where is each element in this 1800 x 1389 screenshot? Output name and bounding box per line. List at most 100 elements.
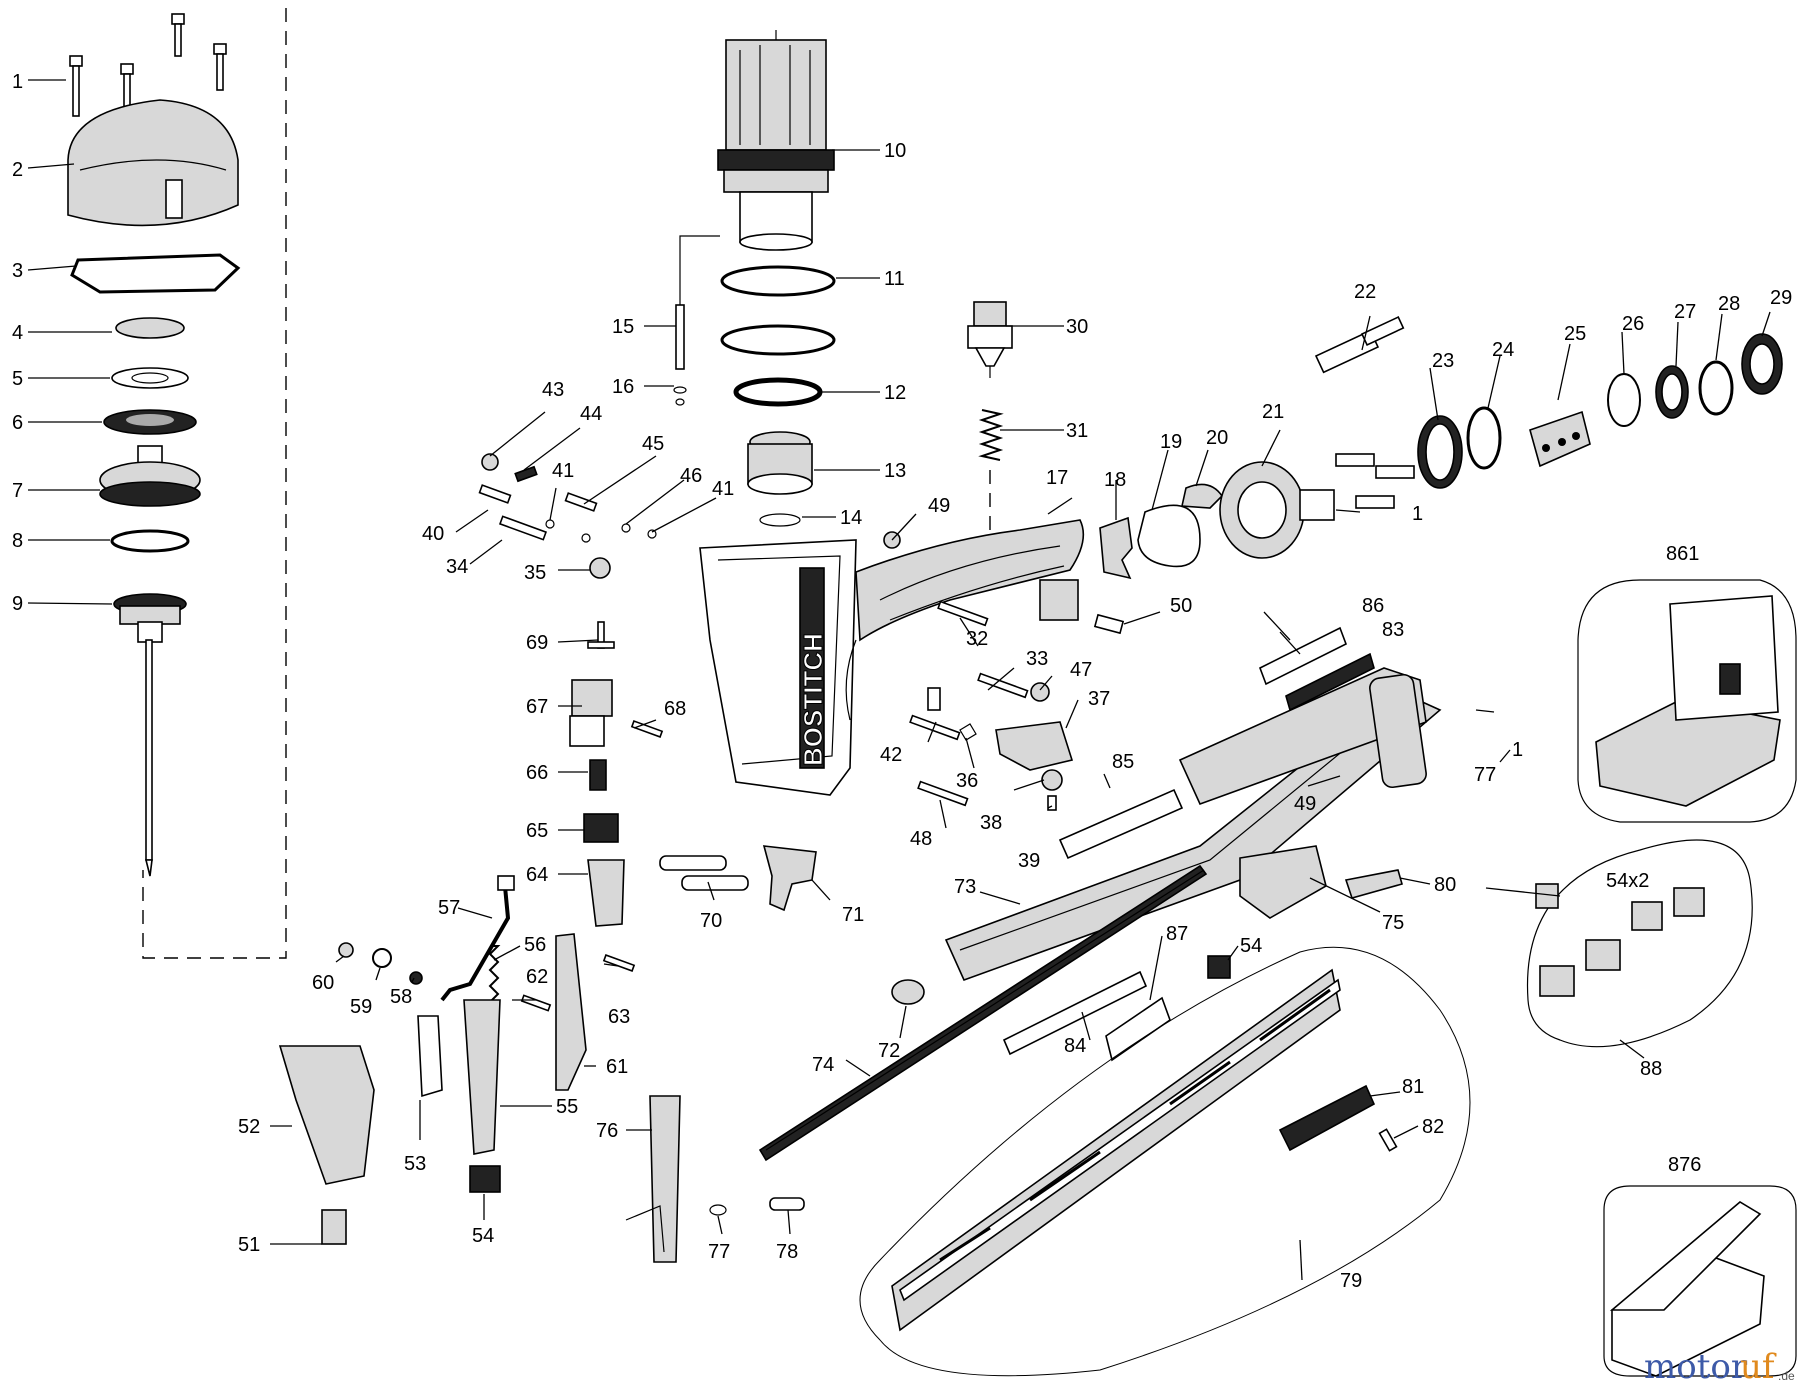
label-33: 33 — [1026, 648, 1048, 670]
clip-54 — [469, 1165, 501, 1193]
plate-18 — [1099, 516, 1133, 580]
label-56: 56 — [524, 934, 546, 956]
follower-81 — [1278, 1084, 1376, 1152]
label-83: 83 — [1382, 619, 1404, 641]
watermark-part2: uf — [1740, 1347, 1777, 1387]
link-57 — [440, 875, 511, 1002]
label-54x2: 54x2 — [1606, 870, 1649, 892]
washer-14 — [759, 513, 801, 527]
label-50: 50 — [1170, 595, 1192, 617]
label-41b: 41 — [712, 478, 734, 500]
label-87 — [1105, 996, 1171, 1062]
bracket-64 — [587, 859, 625, 927]
ring-28 — [1698, 360, 1734, 416]
label-14: 14 — [840, 507, 862, 529]
trip-55 — [463, 999, 501, 1155]
latch-75 — [1239, 845, 1327, 919]
label-23: 23 — [1432, 350, 1454, 372]
label-59: 59 — [350, 996, 372, 1018]
cylinder-assembly — [673, 30, 836, 527]
clip-54b — [1207, 955, 1231, 979]
label-84 — [1002, 970, 1148, 1056]
label-67: 67 — [526, 696, 548, 718]
label-82: 82 — [1422, 1116, 1444, 1138]
label-10: 10 — [884, 140, 906, 162]
label-45: 45 — [642, 433, 664, 455]
oring-11 — [720, 265, 836, 297]
label-53: 53 — [404, 1153, 426, 1175]
label-40: 40 — [422, 523, 444, 545]
label-48: 48 — [910, 828, 932, 850]
label-15: 15 — [612, 316, 634, 338]
label-60: 60 — [312, 972, 334, 994]
spring-66 — [589, 759, 607, 791]
label-66: 66 — [526, 762, 548, 784]
label-43: 43 — [542, 379, 564, 401]
kit-case-861 — [1577, 579, 1797, 823]
label-9: 9 — [12, 593, 23, 615]
label-65: 65 — [526, 820, 548, 842]
label-36: 36 — [956, 770, 978, 792]
label-41a: 41 — [552, 460, 574, 482]
label-29: 29 — [1770, 287, 1792, 309]
label-72: 72 — [878, 1040, 900, 1062]
label-27: 27 — [1674, 301, 1696, 323]
washer-4 — [115, 317, 185, 339]
label-68: 68 — [664, 698, 686, 720]
label-3: 3 — [12, 260, 23, 282]
fitting-22 — [1314, 316, 1405, 374]
brand-logo: BOSTITCH — [798, 633, 828, 766]
label-70: 70 — [700, 910, 722, 932]
label-24: 24 — [1492, 339, 1514, 361]
pin-82 — [1378, 1128, 1398, 1152]
cap-screws — [69, 13, 227, 125]
label-38: 38 — [980, 812, 1002, 834]
knob-65 — [583, 813, 619, 843]
label-6: 6 — [12, 412, 23, 434]
watermark-part1: motor — [1644, 1347, 1748, 1387]
label-47: 47 — [1070, 659, 1092, 681]
label-78: 78 — [776, 1241, 798, 1263]
label-76: 76 — [596, 1120, 618, 1142]
label-42: 42 — [880, 744, 902, 766]
guard-52 — [278, 1045, 375, 1185]
label-8: 8 — [12, 530, 23, 552]
pusher-76 — [649, 1095, 681, 1263]
clip-kit-88 — [1526, 839, 1753, 1048]
label-86 — [1258, 626, 1348, 686]
label-11: 11 — [884, 268, 905, 290]
label-21: 21 — [1262, 401, 1284, 423]
label-26: 26 — [1622, 313, 1644, 335]
label-13: 13 — [884, 460, 906, 482]
label-85: 85 — [1112, 751, 1134, 773]
label-51: 51 — [238, 1234, 260, 1256]
oring-12 — [733, 377, 823, 407]
label-19: 19 — [1160, 431, 1182, 453]
label-62: 62 — [526, 966, 548, 988]
label-83 — [1285, 652, 1375, 712]
label-49b: 49 — [1294, 793, 1316, 815]
ring-8 — [110, 529, 190, 553]
cap-gasket — [70, 253, 241, 294]
label-49a: 49 — [928, 495, 950, 517]
label-37: 37 — [1088, 688, 1110, 710]
label-61: 61 — [606, 1056, 628, 1078]
spring-31 — [978, 409, 1004, 461]
label-1b: 1 — [1412, 503, 1423, 525]
trigger-37 — [995, 721, 1074, 771]
yoke-71 — [762, 845, 817, 912]
label-88: 88 — [1640, 1058, 1662, 1080]
contact-trip-assembly — [278, 621, 817, 1245]
label-1: 1 — [12, 71, 23, 93]
nut-72 — [891, 979, 925, 1005]
label-52: 52 — [238, 1116, 260, 1138]
label-861: 861 — [1666, 543, 1699, 565]
label-74: 74 — [812, 1054, 834, 1076]
filter-20 — [1181, 483, 1224, 509]
label-7: 7 — [12, 480, 23, 502]
label-85 — [1058, 788, 1184, 860]
label-2: 2 — [12, 159, 23, 181]
washer-5 — [111, 367, 189, 389]
ring-26 — [1607, 373, 1641, 427]
